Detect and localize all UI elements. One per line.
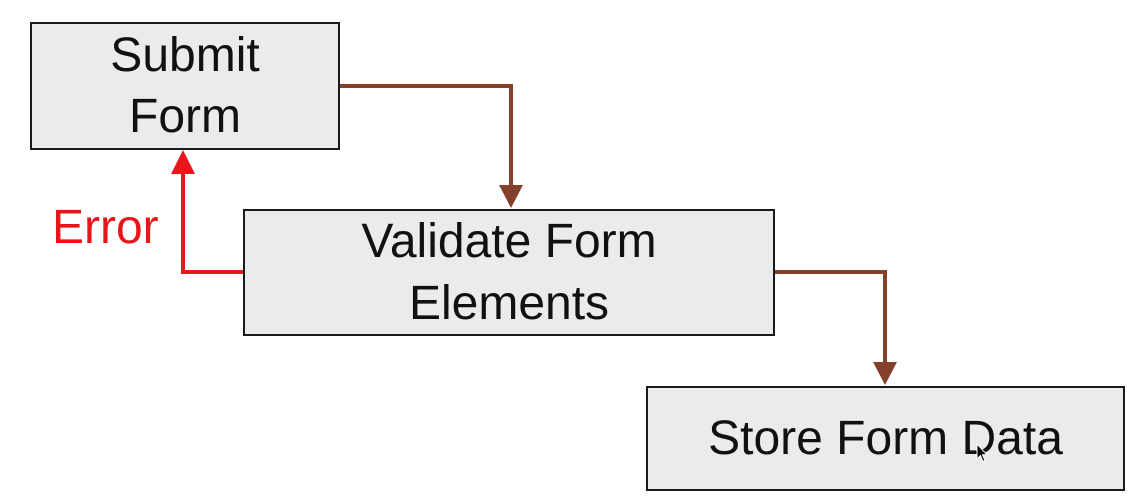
submit-form-label: Submit Form <box>110 28 260 143</box>
arrowhead-submit-to-validate <box>499 185 523 208</box>
mouse-pointer-icon <box>976 443 988 463</box>
arrowhead-error-to-submit <box>171 150 195 174</box>
validate-form-elements-box: Validate Form Elements <box>243 209 775 336</box>
submit-form-box: Submit Form <box>30 22 340 150</box>
validate-form-elements-label: Validate Form Elements <box>361 215 657 330</box>
arrow-validate-to-store <box>775 270 887 373</box>
arrow-submit-to-validate <box>340 84 513 196</box>
arrowhead-validate-to-store <box>873 362 897 385</box>
error-edge-label: Error <box>52 201 159 254</box>
arrow-error-to-submit <box>181 163 243 274</box>
store-form-data-label: Store Form Data <box>708 411 1063 465</box>
store-form-data-box: Store Form Data <box>646 386 1125 491</box>
